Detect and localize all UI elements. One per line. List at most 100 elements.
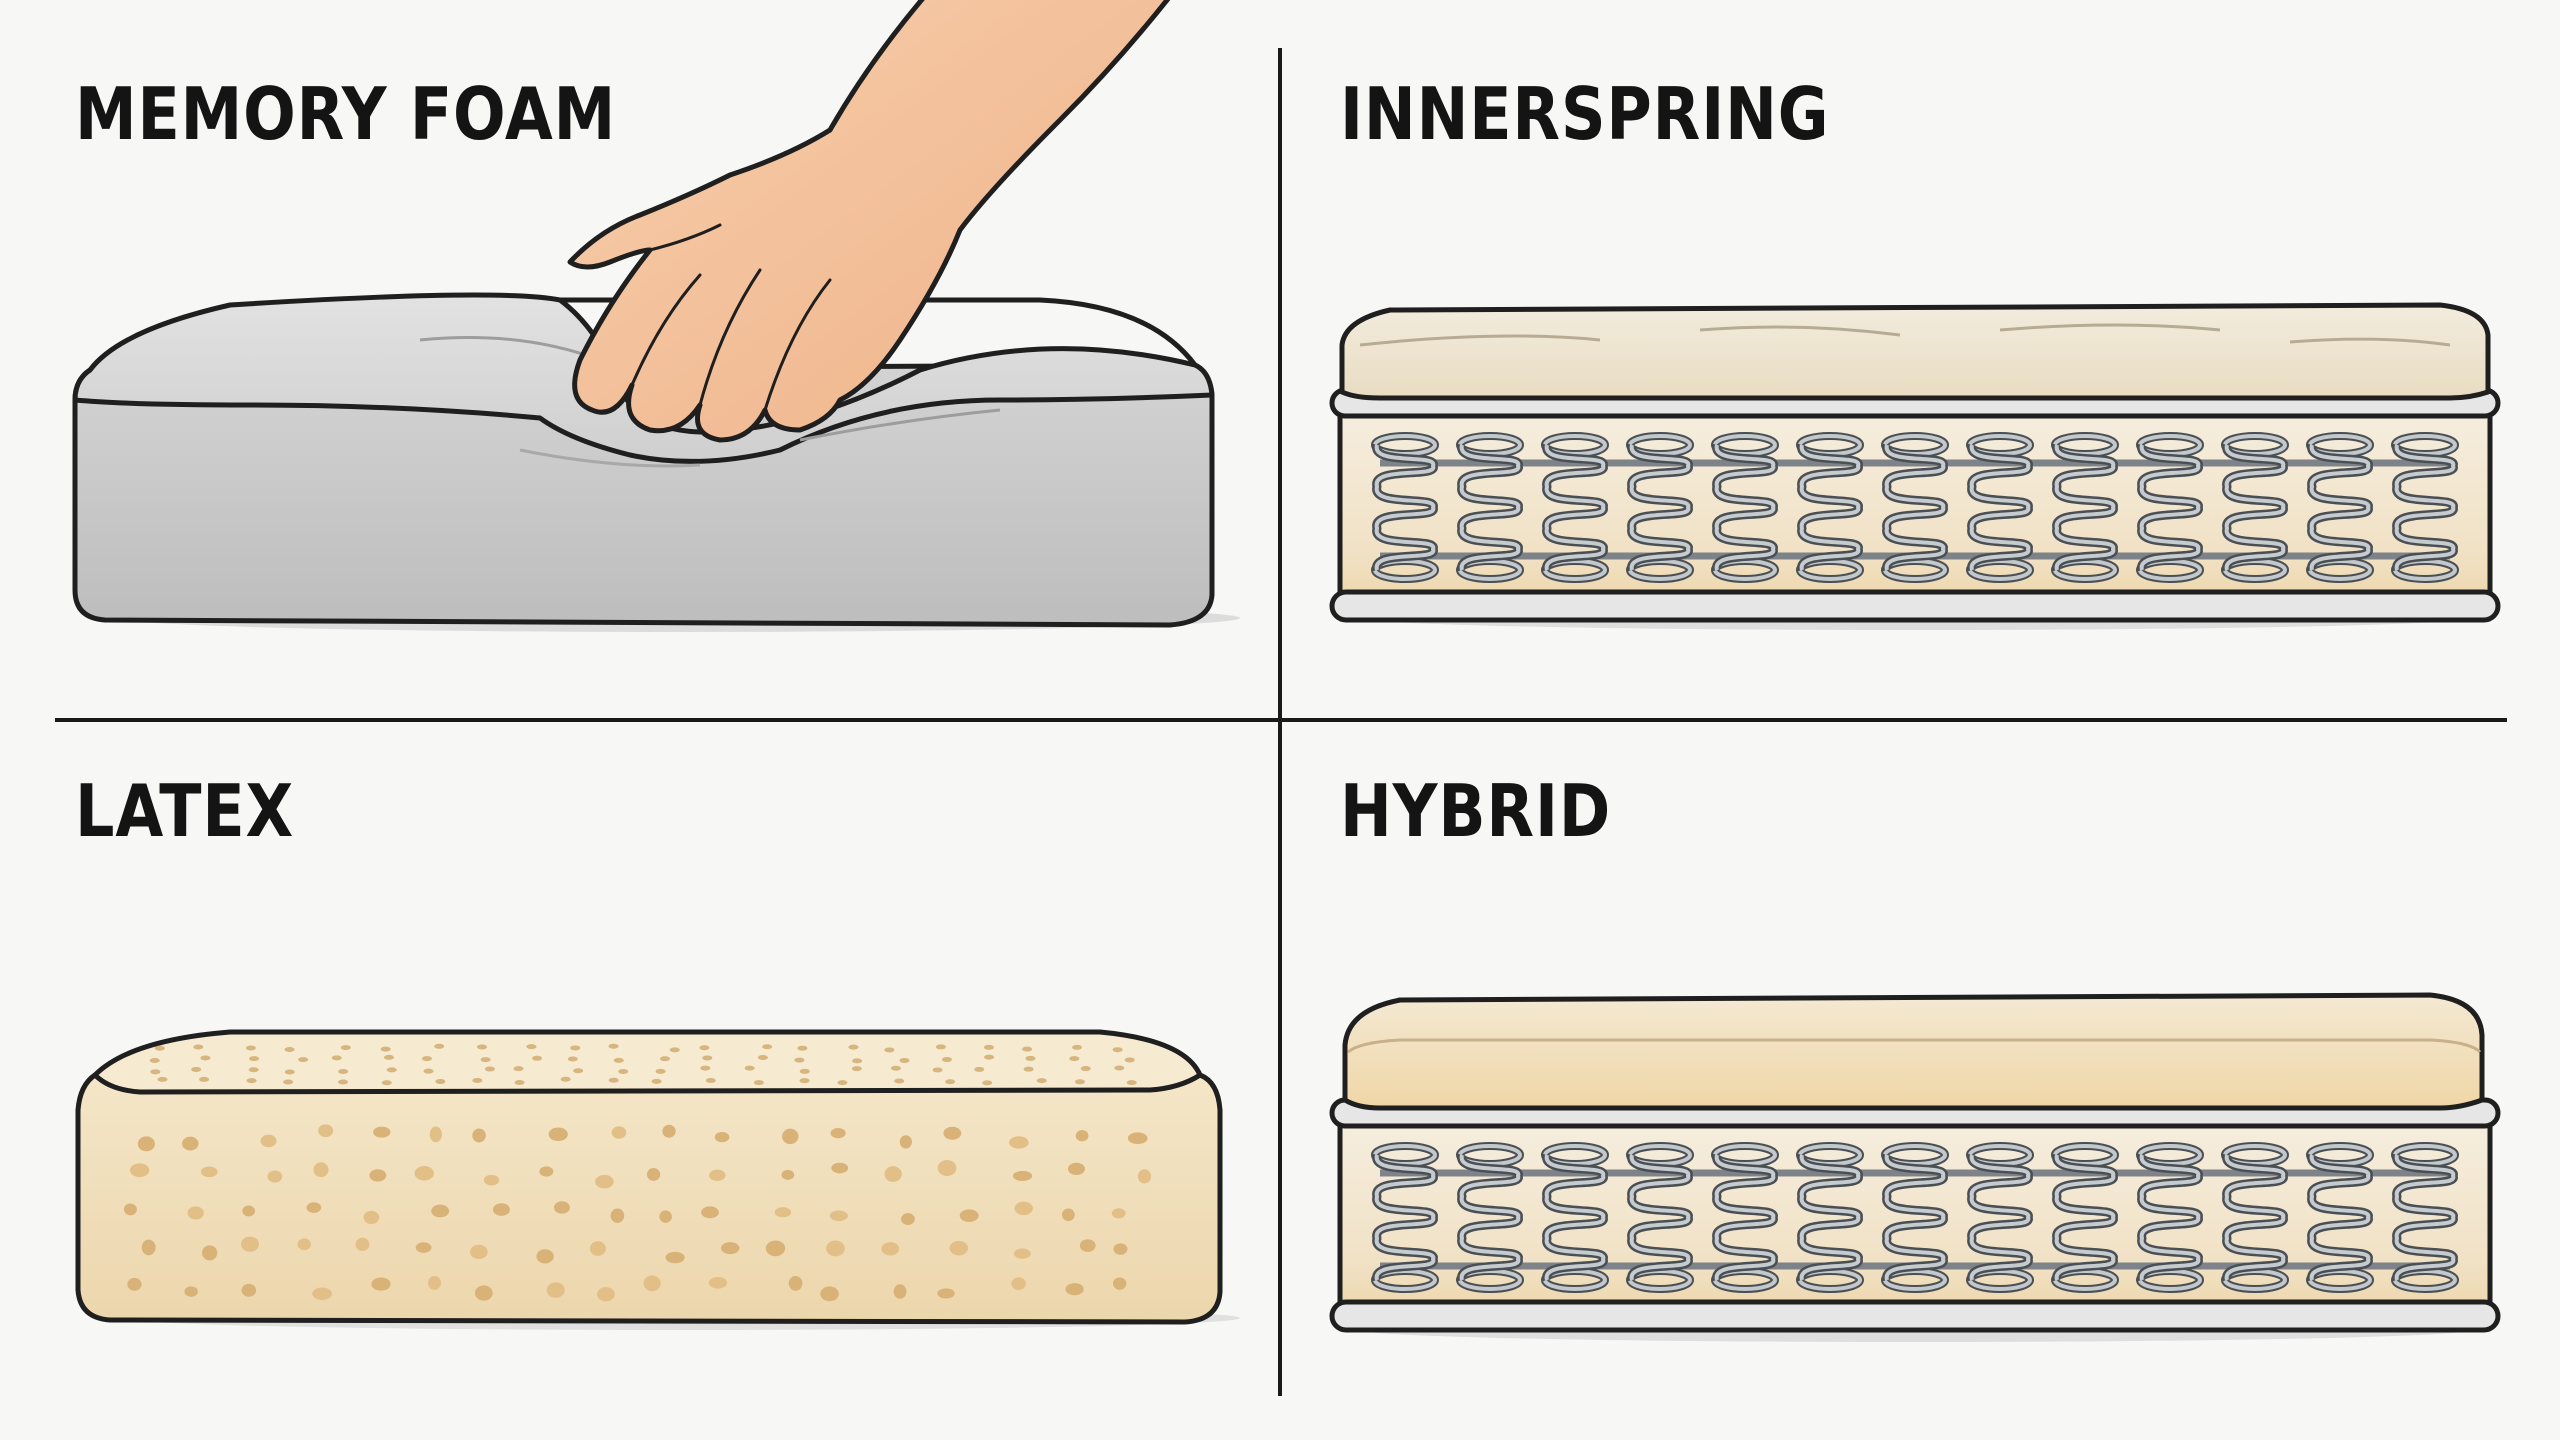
- coil-spring: [1881, 1142, 1949, 1293]
- latex-pore: [1011, 1277, 1026, 1290]
- latex-pore: [474, 1285, 493, 1301]
- latex-pore: [431, 1204, 450, 1218]
- latex-pore: [123, 1203, 137, 1216]
- latex-pores: [123, 1043, 1152, 1302]
- latex-pore: [982, 1080, 993, 1086]
- latex-pore: [560, 1076, 571, 1082]
- latex-pore: [472, 1077, 483, 1083]
- latex-pore: [381, 1080, 392, 1086]
- coil-spring: [1711, 432, 1779, 583]
- latex-pore: [643, 1275, 661, 1292]
- latex-pore: [949, 1240, 969, 1256]
- coil-spring: [2391, 432, 2459, 583]
- latex-pore: [797, 1045, 808, 1051]
- coil-spring: [1966, 1142, 2034, 1293]
- latex-pore: [943, 1126, 962, 1140]
- latex-pore: [1012, 1170, 1033, 1182]
- latex-pore: [799, 1068, 810, 1074]
- latex-pore: [709, 1169, 726, 1181]
- latex-pore: [573, 1068, 584, 1074]
- latex-pore: [1065, 1283, 1084, 1296]
- latex-pore: [608, 1043, 619, 1049]
- latex-pore: [1112, 1277, 1127, 1290]
- latex-pore: [945, 1079, 956, 1085]
- latex-pore: [757, 1055, 768, 1061]
- latex-pore: [380, 1046, 391, 1052]
- latex-pore: [415, 1242, 432, 1253]
- latex-pore: [974, 1066, 985, 1072]
- latex-pore: [701, 1206, 719, 1219]
- latex-pore: [435, 1079, 446, 1085]
- latex-pore: [242, 1205, 256, 1217]
- latex-pore: [284, 1047, 295, 1053]
- latex-pore: [298, 1057, 309, 1063]
- latex-pore: [782, 1128, 799, 1145]
- latex-pore: [651, 1078, 662, 1084]
- latex-title: LATEX: [75, 769, 295, 853]
- latex-pore: [881, 1242, 900, 1256]
- latex-pore: [548, 1127, 568, 1142]
- latex-pore: [830, 1128, 846, 1139]
- latex-pore: [567, 1056, 578, 1062]
- latex-pore: [596, 1287, 615, 1302]
- latex-pore: [941, 1057, 952, 1063]
- latex-pore: [129, 1163, 150, 1178]
- latex-pore: [1127, 1132, 1148, 1145]
- latex-pore: [137, 1136, 155, 1152]
- latex-pore: [1022, 1046, 1033, 1052]
- latex-pore: [959, 1209, 979, 1222]
- latex-pore: [1074, 1079, 1085, 1085]
- latex-pore: [837, 1080, 848, 1086]
- latex-pore: [260, 1134, 277, 1148]
- latex-pore: [935, 1044, 946, 1050]
- latex-pore: [852, 1058, 863, 1064]
- latex-pore: [831, 1162, 849, 1174]
- latex-pore: [848, 1044, 859, 1050]
- latex-pore: [1069, 1056, 1080, 1062]
- latex-pore: [297, 1238, 311, 1251]
- latex-pore: [794, 1057, 805, 1063]
- latex-pore: [762, 1044, 773, 1050]
- hybrid-mattress: [1329, 992, 2501, 1342]
- latex-pore: [200, 1055, 211, 1061]
- coil-spring: [1966, 432, 2034, 583]
- hand-pressing-foam: [567, 0, 1171, 443]
- latex-pore: [248, 1067, 259, 1073]
- latex-pore: [610, 1208, 625, 1223]
- latex-pore: [570, 1045, 581, 1051]
- latex-pore: [313, 1162, 329, 1178]
- latex-pore: [937, 1288, 955, 1299]
- latex-pore: [893, 1284, 907, 1299]
- latex-pore: [1124, 1057, 1135, 1063]
- latex-pore: [1061, 1208, 1075, 1222]
- latex-pore: [1014, 1201, 1033, 1216]
- latex-pore: [127, 1277, 142, 1291]
- latex-pore: [526, 1044, 537, 1050]
- latex-pore: [1112, 1047, 1123, 1053]
- latex-pore: [245, 1045, 256, 1051]
- latex-pore: [646, 1168, 661, 1181]
- latex-pore: [1036, 1078, 1047, 1084]
- latex-pore: [659, 1210, 672, 1223]
- coil-spring: [2391, 1142, 2459, 1293]
- latex-pore: [721, 1242, 740, 1255]
- latex-pore: [890, 1065, 901, 1071]
- latex-pore: [492, 1203, 510, 1216]
- latex-pore: [1009, 1136, 1029, 1149]
- hybrid-coils: [1371, 1142, 2459, 1293]
- latex-pore: [611, 1126, 627, 1139]
- coil-spring: [1541, 432, 1609, 583]
- coil-spring: [1796, 1142, 1864, 1293]
- latex-pore: [655, 1068, 666, 1074]
- latex-pore: [246, 1078, 257, 1084]
- latex-pore: [826, 1240, 845, 1257]
- latex-pore: [829, 1210, 848, 1222]
- coil-spring: [2136, 432, 2204, 583]
- latex-pore: [414, 1166, 434, 1181]
- latex-pore: [546, 1282, 565, 1298]
- latex-pore: [1114, 1065, 1125, 1071]
- latex-pore: [708, 1276, 728, 1289]
- latex-pore: [1072, 1044, 1083, 1050]
- latex-pore: [434, 1043, 445, 1049]
